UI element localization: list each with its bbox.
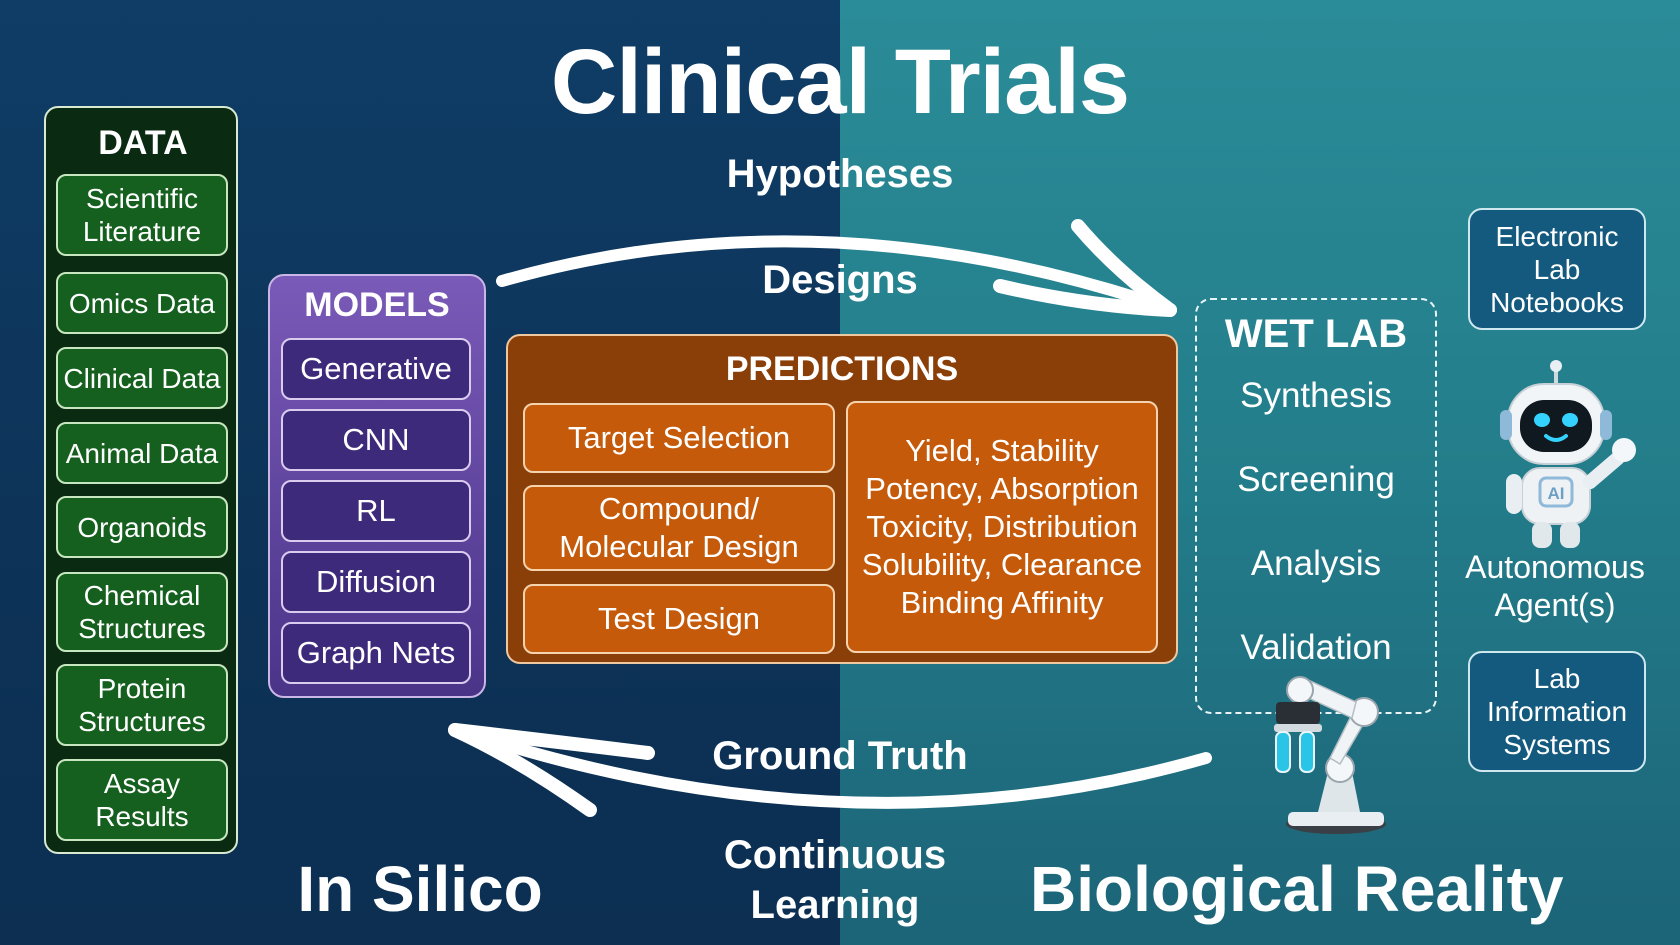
- label-in-silico: In Silico: [297, 853, 543, 925]
- label-designs: Designs: [762, 258, 918, 302]
- data-item-line: Scientific: [85, 183, 199, 214]
- prediction-property: Yield, Stability: [905, 433, 1099, 468]
- prediction-item-line: Target Selection: [567, 420, 791, 455]
- arrow-top: [496, 219, 1177, 317]
- wet-lab-item: Screening: [1237, 460, 1395, 499]
- prediction-item: Test Design: [523, 584, 835, 654]
- models-panel: MODELS Generative CNN RL Diffusion Graph…: [268, 274, 486, 698]
- data-item: Omics Data: [56, 272, 228, 334]
- prediction-item-line: Test Design: [598, 601, 760, 636]
- label-learning-line: Learning: [750, 883, 920, 927]
- models-title: MODELS: [304, 286, 450, 324]
- prediction-property: Potency, Absorption: [865, 471, 1139, 506]
- prediction-property: Binding Affinity: [900, 585, 1104, 620]
- label-biological-reality: Biological Reality: [1030, 853, 1564, 925]
- predictions-panel: PREDICTIONS Target Selection Compound/Mo…: [506, 334, 1178, 664]
- data-item: Animal Data: [56, 422, 228, 484]
- label-hypotheses: Hypotheses: [726, 152, 954, 196]
- robot-badge-text: AI: [1548, 484, 1565, 503]
- prediction-item: Compound/Molecular Design: [523, 485, 835, 571]
- prediction-item: Target Selection: [523, 403, 835, 473]
- wet-lab-item: Synthesis: [1240, 376, 1392, 415]
- data-item-line: Chemical: [83, 580, 201, 611]
- wet-lab-panel: WET LAB Synthesis Screening Analysis Val…: [1195, 298, 1437, 714]
- data-item-line: Animal Data: [65, 437, 219, 469]
- info-line: Electronic: [1495, 220, 1619, 252]
- data-item-line: Results: [95, 801, 189, 832]
- data-item-line: Structures: [78, 706, 206, 737]
- info-line: Systems: [1503, 729, 1611, 760]
- label-continuous-learning: Continuous Learning: [640, 830, 1030, 930]
- data-item-line: Organoids: [77, 511, 207, 543]
- data-item: Organoids: [56, 496, 228, 558]
- lab-information-systems-box: Lab Information Systems: [1468, 651, 1646, 772]
- prediction-item-line: Molecular Design: [559, 529, 799, 564]
- data-item-line: Protein: [97, 673, 187, 704]
- prediction-item-line: Compound/: [598, 491, 760, 526]
- data-item-line: Omics Data: [68, 287, 216, 319]
- data-item-line: Clinical Data: [63, 362, 221, 394]
- data-item: Clinical Data: [56, 347, 228, 409]
- info-line: Notebooks: [1490, 286, 1624, 318]
- wet-lab-item: Validation: [1240, 628, 1392, 667]
- data-item-line: Structures: [78, 613, 206, 644]
- page-title: Clinical Trials: [550, 31, 1130, 133]
- info-line: Lab: [1533, 253, 1581, 285]
- prediction-property: Solubility, Clearance: [861, 547, 1143, 582]
- info-line: Information: [1486, 696, 1628, 727]
- prediction-property: Toxicity, Distribution: [866, 509, 1138, 544]
- model-item: RL: [281, 480, 471, 542]
- prediction-properties: Yield, Stability Potency, Absorption Tox…: [846, 401, 1158, 653]
- label-ground-truth: Ground Truth: [712, 734, 968, 778]
- wet-lab-item: Analysis: [1250, 544, 1382, 583]
- robot-agent-icon: AI: [1500, 360, 1636, 548]
- data-title: DATA: [98, 124, 188, 162]
- label-continuous-line: Continuous: [723, 833, 947, 877]
- autonomous-agents-label: Autonomous Agent(s): [1450, 548, 1660, 624]
- model-item: CNN: [281, 409, 471, 471]
- data-item-line: Literature: [82, 216, 202, 247]
- model-item: Graph Nets: [281, 622, 471, 684]
- agent-label-line: Agent(s): [1494, 587, 1616, 623]
- arrow-bottom: [448, 723, 1212, 817]
- model-item: Diffusion: [281, 551, 471, 613]
- model-item: Generative: [281, 338, 471, 400]
- robotic-arm-icon: [1274, 676, 1386, 834]
- wet-lab-title: WET LAB: [1224, 312, 1408, 356]
- predictions-title: PREDICTIONS: [725, 350, 959, 388]
- agent-label-line: Autonomous: [1465, 549, 1645, 585]
- info-line: Lab: [1533, 663, 1581, 694]
- electronic-lab-notebooks-box: Electronic Lab Notebooks: [1468, 208, 1646, 330]
- data-item-line: Assay: [103, 768, 181, 799]
